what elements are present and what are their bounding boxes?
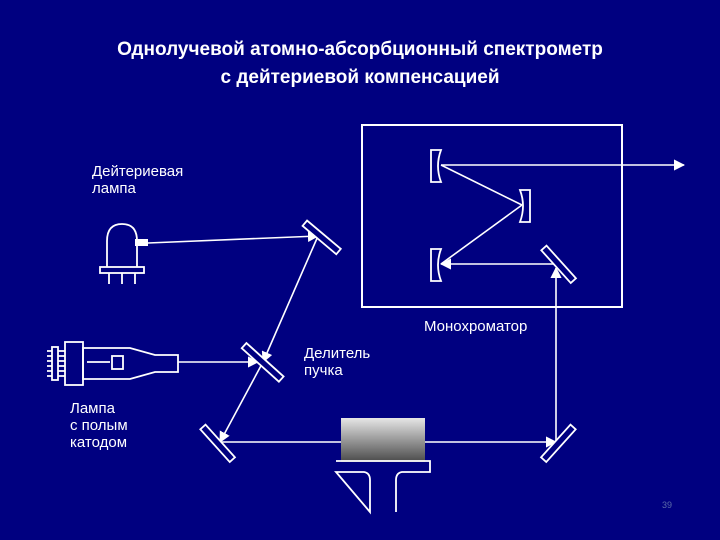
hollow-cathode-lamp xyxy=(47,341,179,386)
beam-deuterium-to-mirror xyxy=(147,230,320,244)
beam-splitter-plate xyxy=(240,341,285,383)
mirror-upper-flat xyxy=(301,219,343,256)
label-monochromator: Монохроматор xyxy=(424,318,528,335)
mirror-lower-left xyxy=(199,423,237,464)
label-deuterium-line-1: Дейтериевая xyxy=(92,163,184,180)
label-beam-splitter: Делитель пучка xyxy=(304,345,370,379)
concave-mirror-upper xyxy=(430,149,443,183)
page-number: 39 xyxy=(662,500,673,510)
concave-mirror-lower xyxy=(430,248,443,282)
mirror-lower-right xyxy=(539,423,577,464)
diffraction-grating xyxy=(518,189,531,223)
atomizer-burner xyxy=(334,418,431,515)
label-deuterium-line-2: лампа xyxy=(92,180,136,197)
label-deuterium-lamp: Дейтериевая лампа xyxy=(92,163,183,197)
concave-mirrors xyxy=(430,149,531,282)
beam-splitter-to-left-mirror xyxy=(219,361,264,443)
label-hollow-cathode-lamp: Лампа с полым катодом xyxy=(70,400,128,451)
title-line-1: Однолучевой атомно-абсорбционный спектро… xyxy=(117,39,603,60)
label-hcl-line-1: Лампа xyxy=(70,400,115,417)
beam-to-grating xyxy=(440,204,523,265)
deuterium-lamp xyxy=(99,223,148,284)
beam-grating-to-upper-mirror xyxy=(440,164,523,206)
flame-zone xyxy=(341,418,425,462)
mirror-monochromator-entrance xyxy=(540,244,578,285)
beam-paths xyxy=(147,159,686,448)
flat-mirrors xyxy=(199,219,578,464)
slide-title: Однолучевой атомно-абсорбционный спектро… xyxy=(0,36,720,92)
title-line-2: с дейтериевой компенсацией xyxy=(220,67,500,88)
beam-mirror-to-splitter xyxy=(261,235,319,364)
label-hcl-line-3: катодом xyxy=(70,434,128,451)
label-splitter-line-1: Делитель xyxy=(304,345,371,362)
monochromator-box xyxy=(361,124,623,308)
label-hcl-line-2: с полым xyxy=(70,417,128,434)
label-splitter-line-2: пучка xyxy=(304,362,343,379)
